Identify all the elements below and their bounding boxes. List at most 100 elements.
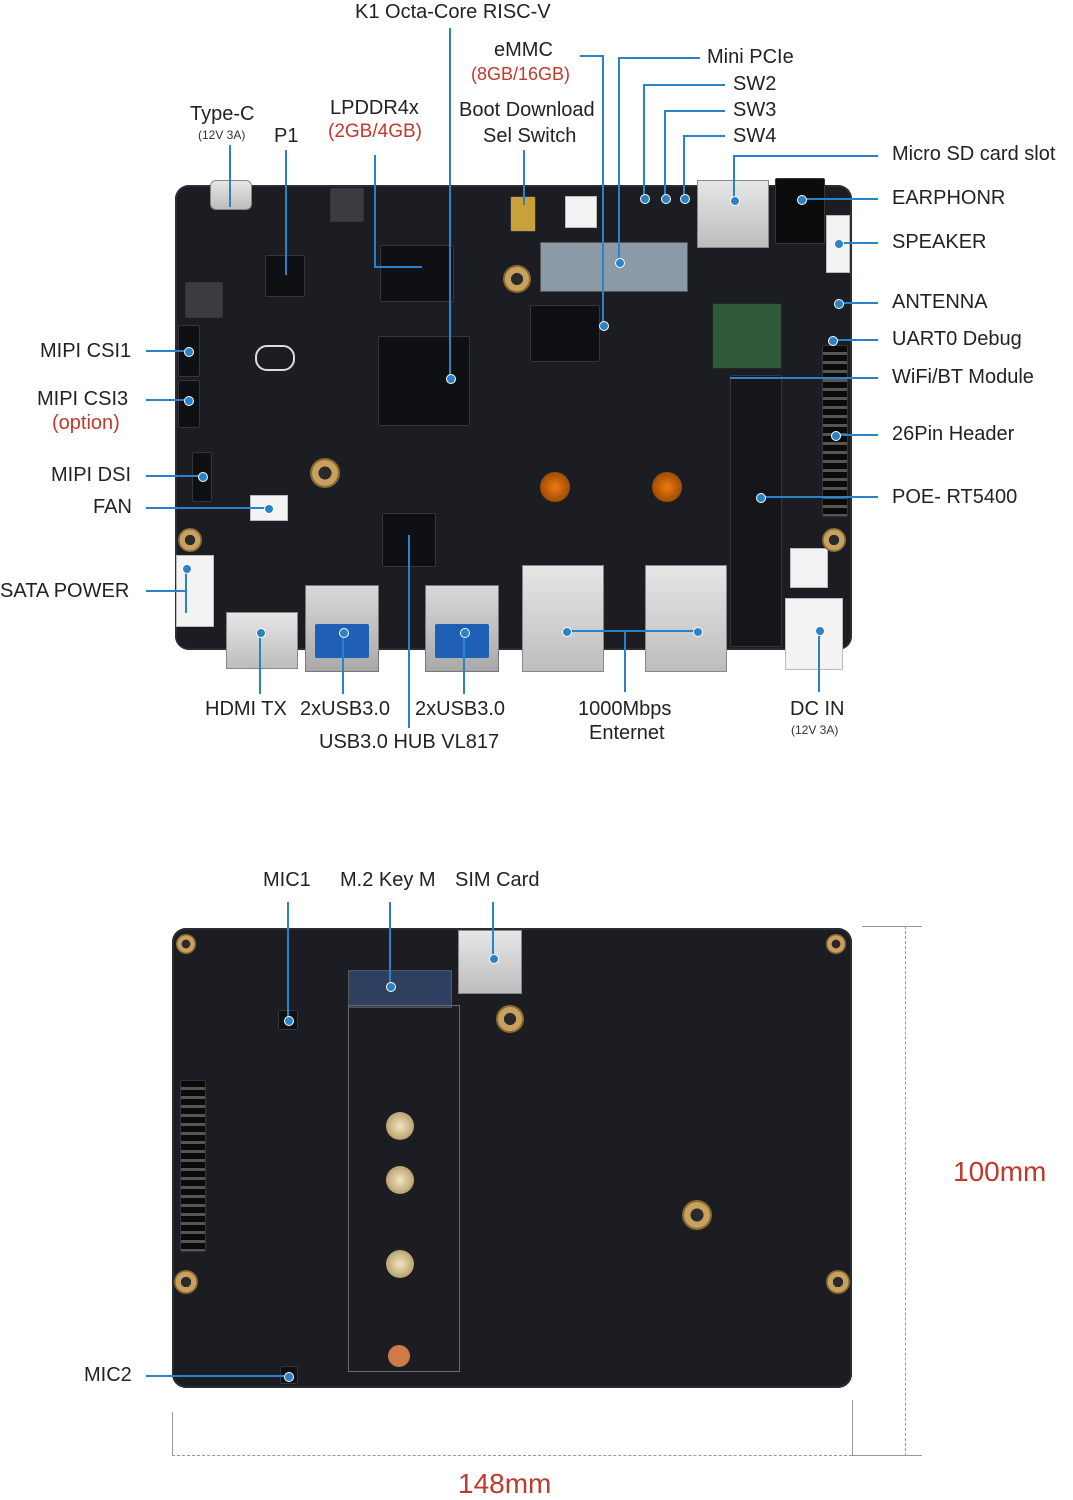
label-p1: P1 (274, 125, 299, 147)
label-header26: 26Pin Header (892, 423, 1015, 445)
dot-sata (182, 564, 192, 574)
eth-led-2 (652, 472, 682, 502)
label-wifi: WiFi/BT Module (892, 366, 1034, 388)
callout-mic1 (287, 902, 289, 1020)
eth-led-1 (540, 472, 570, 502)
label-mipi-csi1: MIPI CSI1 (40, 340, 132, 362)
label-lpddr-size: (2GB/4GB) (328, 121, 422, 142)
dim-height-top (862, 926, 922, 927)
label-sw2: SW2 (733, 73, 777, 95)
callout-dsi (146, 475, 202, 477)
dim-width-left (172, 1412, 173, 1456)
callout-wifi (730, 377, 878, 379)
dot-microsd (730, 196, 740, 206)
boot-button (565, 196, 597, 228)
standoff-1 (386, 1112, 414, 1140)
bottom-header (180, 1080, 206, 1252)
label-poe: POE- RT5400 (892, 486, 1018, 508)
label-mic1: MIC1 (263, 869, 311, 891)
orange-pad (388, 1345, 410, 1367)
label-k1: K1 Octa-Core RISC-V (355, 1, 551, 23)
m2-outline (348, 1005, 460, 1372)
callout-dcin (818, 630, 820, 692)
callout-antenna (838, 302, 878, 304)
inductor-2 (185, 282, 223, 318)
callout-hdmi (259, 632, 261, 694)
label-sw3: SW3 (733, 99, 777, 121)
label-earphone: EARPHONR (892, 187, 1006, 209)
m2-slot (348, 970, 452, 1008)
inductor-1 (330, 188, 364, 222)
label-boot-2: Sel Switch (483, 125, 577, 147)
label-dc-rating: (12V 3A) (791, 723, 839, 737)
dot-eth-2 (693, 627, 703, 637)
bottom-hole-3 (174, 1270, 198, 1294)
callout-sata (146, 590, 186, 592)
label-mipi-csi3-opt: (option) (52, 412, 120, 434)
dot-usb-a (339, 628, 349, 638)
dot-sw2 (640, 194, 650, 204)
dot-speaker (834, 239, 844, 249)
dot-eth-1 (562, 627, 572, 637)
mount-hole-2 (310, 458, 340, 488)
bottom-hole-1 (496, 1005, 524, 1033)
label-micro-sd: Micro SD card slot (892, 143, 1056, 165)
callout-eth (624, 630, 626, 692)
callout-csi3 (146, 399, 188, 401)
callout-header26 (835, 434, 878, 436)
dim-height-line (905, 926, 906, 1456)
label-usb-hub: USB3.0 HUB VL817 (319, 731, 500, 753)
label-emmc: eMMC (494, 39, 553, 61)
label-m2: M.2 Key M (340, 869, 436, 891)
dot-uart (828, 336, 838, 346)
bpi-logo (255, 345, 295, 371)
rj45-port-2 (645, 565, 727, 672)
dot-m2 (386, 982, 396, 992)
callout-minipcie-h (618, 57, 700, 59)
dot-dcin (815, 626, 825, 636)
rj45-port-1 (522, 565, 604, 672)
dim-width-line (172, 1455, 852, 1456)
mini-pcie-slot (540, 242, 688, 292)
callout-usb-b (463, 632, 465, 694)
callout-sw4-h (683, 135, 725, 137)
callout-microsd (733, 155, 735, 200)
dot-sw4 (680, 194, 690, 204)
label-usb-b: 2xUSB3.0 (415, 698, 506, 720)
callout-m2 (389, 902, 391, 986)
dot-mic2 (284, 1372, 294, 1382)
dot-mic1 (284, 1016, 294, 1026)
mount-hole-4 (178, 528, 202, 552)
wifi-bt-module (712, 303, 782, 369)
dc-in-jack (785, 598, 843, 670)
lpddr-chip (380, 245, 454, 302)
label-mipi-dsi: MIPI DSI (51, 464, 132, 486)
label-eth-2: Enternet (589, 722, 665, 744)
label-sim: SIM Card (455, 869, 540, 891)
callout-mic2 (146, 1375, 288, 1377)
label-sw4: SW4 (733, 125, 777, 147)
label-sata: SATA POWER (0, 580, 130, 602)
label-fan: FAN (93, 496, 132, 518)
callout-fan (146, 507, 268, 509)
callout-speaker (838, 242, 878, 244)
bottom-hole-2 (682, 1200, 712, 1230)
callout-emmc-h (580, 55, 604, 57)
dot-poe (756, 493, 766, 503)
bottom-hole-6 (826, 934, 846, 954)
label-mini-pcie: Mini PCIe (707, 46, 794, 68)
dim-height-bottom (852, 1455, 922, 1456)
dim-width-right (852, 1400, 853, 1456)
callout-hub (408, 535, 410, 728)
label-hdmi: HDMI TX (205, 698, 287, 720)
hdmi-port (226, 612, 298, 669)
callout-earphone (800, 198, 878, 200)
callout-minipcie (618, 57, 620, 262)
label-eth-1: 1000Mbps (578, 698, 672, 720)
label-type-c: Type-C (190, 103, 255, 125)
dot-k1 (446, 374, 456, 384)
dot-csi3 (184, 396, 194, 406)
label-dc-in: DC IN (790, 698, 845, 720)
callout-k1 (449, 28, 451, 378)
